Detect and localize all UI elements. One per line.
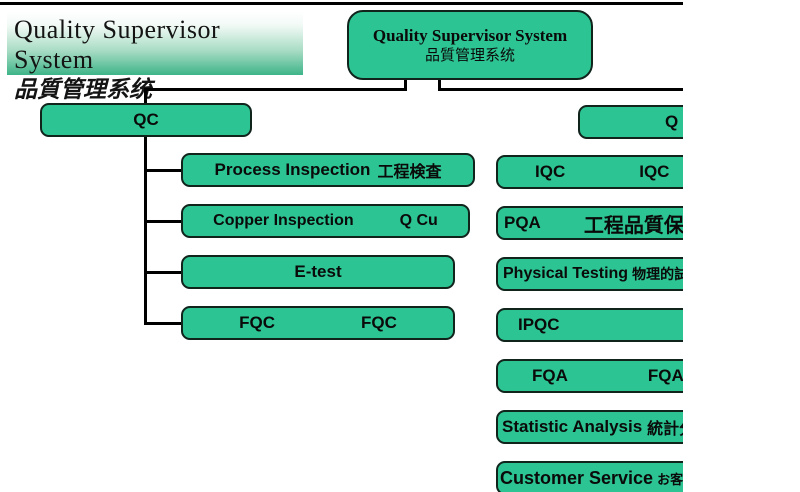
node-process-inspection-label-en: Process Inspection (214, 160, 371, 179)
slide-title-english: Quality Supervisor System (14, 15, 221, 74)
root-node[interactable]: Quality Supervisor System 品質管理系统 (347, 10, 593, 80)
connector-elbow-process-inspection (144, 169, 182, 172)
connector-elbow-copper-inspection (144, 220, 182, 223)
node-pqa-label-en: PQA (504, 213, 541, 232)
connector-elbow-e-test (144, 271, 182, 274)
node-pqa[interactable]: PQA 工程品質保証 (496, 206, 683, 240)
node-statistic-analysis-label-jp: 統計分析 (647, 421, 683, 438)
node-qc-parent-label: QC (133, 110, 159, 129)
node-fqa[interactable]: FQA FQA (496, 359, 683, 393)
node-customer-service-label-en: Customer Service (500, 467, 654, 488)
node-fqc-label-en: FQC (239, 313, 275, 332)
slide-title-banner: Quality Supervisor System 品質管理系统 (7, 11, 303, 102)
node-fqa-label-en: FQA (532, 366, 568, 385)
node-iqc-label-en: IQC (535, 162, 566, 181)
node-physical-testing-label-en: Physical Testing (503, 265, 629, 282)
node-copper-inspection-label-en: Copper Inspection (213, 212, 354, 229)
node-process-inspection[interactable]: Process Inspection 工程検査 (181, 153, 475, 187)
node-customer-service-label-jp: お客サービス (657, 471, 683, 487)
node-qc-parent[interactable]: QC (40, 103, 252, 137)
node-ipqc[interactable]: IPQC (496, 308, 683, 342)
node-statistic-analysis[interactable]: Statistic Analysis 統計分析 (496, 410, 683, 444)
node-right-parent[interactable]: Q (578, 105, 683, 139)
node-statistic-analysis-label-en: Statistic Analysis (502, 417, 643, 436)
node-right-parent-label: Q (665, 112, 679, 131)
node-fqc[interactable]: FQC FQC (181, 306, 455, 340)
slide-title-cjk: 品質管理系统 (14, 76, 152, 102)
node-physical-testing-label-jp: 物理的試験 (632, 266, 683, 282)
connector-elbow-fqc (144, 322, 182, 325)
top-rule (0, 2, 683, 5)
node-fqc-label-jp: FQC (361, 313, 397, 332)
node-physical-testing[interactable]: Physical Testing 物理的試験 (496, 257, 683, 291)
node-iqc[interactable]: IQC IQC (496, 155, 683, 189)
node-ipqc-label: IPQC (518, 315, 560, 334)
node-iqc-label-jp: IQC (639, 162, 670, 181)
node-copper-inspection-label-jp: Q Cu (399, 212, 438, 229)
node-e-test-label: E-test (294, 262, 342, 281)
node-customer-service[interactable]: Customer Service お客サービス (496, 461, 683, 492)
connector-horizontal-right (438, 88, 683, 91)
connector-horizontal-left (144, 88, 407, 91)
node-copper-inspection[interactable]: Copper Inspection Q Cu (181, 204, 470, 238)
node-e-test[interactable]: E-test (181, 255, 455, 289)
root-node-label-english: Quality Supervisor System (372, 25, 568, 45)
slide-canvas: Quality Supervisor System 品質管理系统 Quality… (0, 0, 683, 492)
root-node-label-cjk: 品質管理系统 (424, 46, 515, 64)
connector-root-left-stub (404, 80, 407, 89)
node-process-inspection-label-jp: 工程検査 (377, 164, 442, 181)
connector-left-trunk (144, 88, 147, 325)
node-fqa-label-jp: FQA (647, 366, 683, 385)
connector-root-right-stub (438, 80, 441, 89)
node-pqa-label-jp: 工程品質保証 (583, 214, 683, 237)
